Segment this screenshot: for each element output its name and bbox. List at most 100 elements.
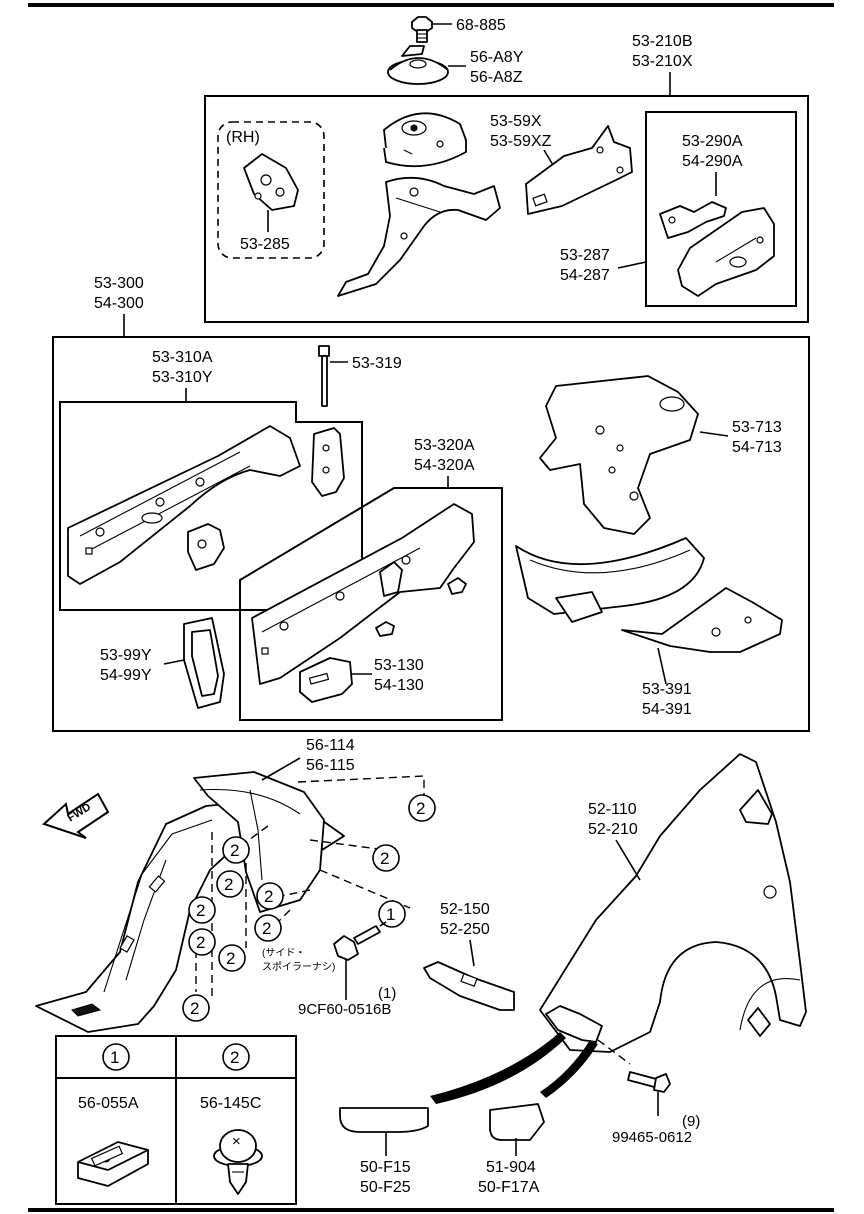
label-54-320A: 54-320A — [414, 457, 475, 474]
bolt-68-885[interactable] — [411, 16, 433, 43]
suspension-member-53-713[interactable] — [539, 375, 699, 535]
inner-panel-box — [59, 401, 363, 611]
rh-reinforcement-53-285[interactable] — [243, 153, 299, 211]
label-52-150: 52-150 — [440, 901, 490, 918]
rh-dashed-box — [217, 121, 325, 259]
fender-lower-bracket[interactable] — [545, 1005, 603, 1043]
mudguard-strip-shadow — [540, 1040, 598, 1098]
strut-tower[interactable] — [383, 112, 467, 168]
label-53-130: 53-130 — [374, 657, 424, 674]
label-53-99Y: 53-99Y — [100, 647, 152, 664]
label-53-59XZ: 53-59XZ — [490, 133, 552, 150]
label-50-F25: 50-F25 — [360, 1179, 411, 1196]
label-53-210X: 53-210X — [632, 53, 693, 70]
callout-2-f[interactable]: 2 — [188, 896, 216, 924]
svg-text:2: 2 — [230, 841, 239, 860]
wheel-arch-panel[interactable] — [515, 537, 705, 623]
mudguard-51-904[interactable] — [489, 1103, 545, 1141]
fender-bracket-52-150[interactable] — [423, 961, 515, 1011]
rail-sub-box — [645, 111, 797, 307]
svg-text:2: 2 — [264, 887, 273, 906]
legend-ref-2: 2 — [222, 1043, 250, 1071]
label-53-320A: 53-320A — [414, 437, 475, 454]
callout-2-i[interactable]: 2 — [218, 944, 246, 972]
label-54-300: 54-300 — [94, 295, 144, 312]
callout-2-c[interactable]: 2 — [372, 844, 400, 872]
label-99465-0612: 99465-0612 — [612, 1129, 692, 1146]
bolt-53-319[interactable] — [318, 345, 330, 407]
svg-text:1: 1 — [110, 1048, 119, 1067]
label-50-F15: 50-F15 — [360, 1159, 411, 1176]
label-52-250: 52-250 — [440, 921, 490, 938]
callout-2-d[interactable]: 2 — [216, 870, 244, 898]
label-56-A8Y: 56-A8Y — [470, 49, 524, 66]
label-53-290A: 53-290A — [682, 133, 743, 150]
label-screw-qty: (1) — [378, 985, 396, 1002]
svg-text:2: 2 — [190, 999, 199, 1018]
label-53-300: 53-300 — [94, 275, 144, 292]
jp-note-line2: スポイラーナシ) — [262, 961, 335, 973]
label-53-210B: 53-210B — [632, 33, 693, 50]
label-68-885: 68-885 — [456, 17, 506, 34]
rail-bracket-53-290A[interactable] — [659, 201, 727, 239]
small-clip[interactable] — [375, 621, 395, 637]
inner-plate[interactable] — [311, 427, 345, 497]
fastener-legend-table — [55, 1035, 297, 1205]
svg-text:2: 2 — [380, 849, 389, 868]
inner-panel-53-310A[interactable] — [67, 425, 301, 585]
label-53-713: 53-713 — [732, 419, 782, 436]
callout-2-j[interactable]: 2 — [182, 994, 210, 1022]
label-54-713: 54-713 — [732, 439, 782, 456]
svg-text:×: × — [232, 1133, 241, 1150]
small-bracket[interactable] — [447, 577, 467, 595]
callout-2-g[interactable]: 2 — [254, 914, 282, 942]
label-53-391: 53-391 — [642, 681, 692, 698]
callout-2-e[interactable]: 2 — [256, 882, 284, 910]
legend-ref-1: 1 — [102, 1043, 130, 1071]
callout-2-h[interactable]: 2 — [188, 928, 216, 956]
front-frame-53-287[interactable] — [677, 207, 775, 297]
screw-9CF60-0516B[interactable] — [333, 925, 381, 961]
arch-reinforcement-53-391[interactable] — [621, 587, 783, 653]
liner-extension-56-114[interactable] — [193, 771, 325, 913]
label-9CF60-0516B: 9CF60-0516B — [298, 1001, 391, 1018]
plate-53-130[interactable] — [299, 657, 353, 703]
trim-50-F15[interactable] — [339, 1107, 429, 1133]
front-fender-52-110[interactable] — [539, 753, 807, 1053]
callout-2-a[interactable]: 2 — [408, 794, 436, 822]
rh-tag: (RH) — [226, 129, 260, 146]
jp-note-line1: (サイド・ — [262, 947, 305, 959]
label-52-110: 52-110 — [588, 801, 637, 818]
svg-text:2: 2 — [224, 875, 233, 894]
label-54-287: 54-287 — [560, 267, 610, 284]
trim-strip-shadow — [430, 1032, 566, 1104]
label-56-115: 56-115 — [306, 757, 355, 774]
label-56-A8Z: 56-A8Z — [470, 69, 523, 86]
outer-panel-box — [239, 487, 503, 721]
brace-53-59X[interactable] — [525, 125, 633, 215]
outer-panel-53-320A[interactable] — [251, 503, 475, 685]
inner-bracket[interactable] — [187, 523, 225, 571]
label-56-114: 56-114 — [306, 737, 355, 754]
svg-text:2: 2 — [196, 933, 205, 952]
strut-mount-56-A8Y[interactable] — [387, 45, 449, 85]
callout-1-a[interactable]: 1 — [378, 900, 406, 928]
clip-nut-56-055A[interactable] — [77, 1141, 149, 1187]
label-52-210: 52-210 — [588, 821, 638, 838]
label-53-319: 53-319 — [352, 355, 402, 372]
bolt-99465-0612[interactable] — [627, 1071, 671, 1093]
apron-rail[interactable] — [337, 176, 501, 297]
gasket-53-99Y[interactable] — [183, 617, 225, 709]
upper-assembly-box — [204, 95, 809, 323]
callout-2-b[interactable]: 2 — [222, 836, 250, 864]
push-clip-56-145C[interactable]: × — [213, 1129, 263, 1195]
svg-text:1: 1 — [386, 905, 395, 924]
label-53-285: 53-285 — [240, 236, 290, 253]
label-53-287: 53-287 — [560, 247, 610, 264]
fwd-arrow-icon: FWD — [42, 792, 110, 839]
label-50-F17A: 50-F17A — [478, 1179, 540, 1196]
label-54-290A: 54-290A — [682, 153, 743, 170]
label-54-130: 54-130 — [374, 677, 424, 694]
label-51-904: 51-904 — [486, 1159, 536, 1176]
label-53-59X: 53-59X — [490, 113, 542, 130]
